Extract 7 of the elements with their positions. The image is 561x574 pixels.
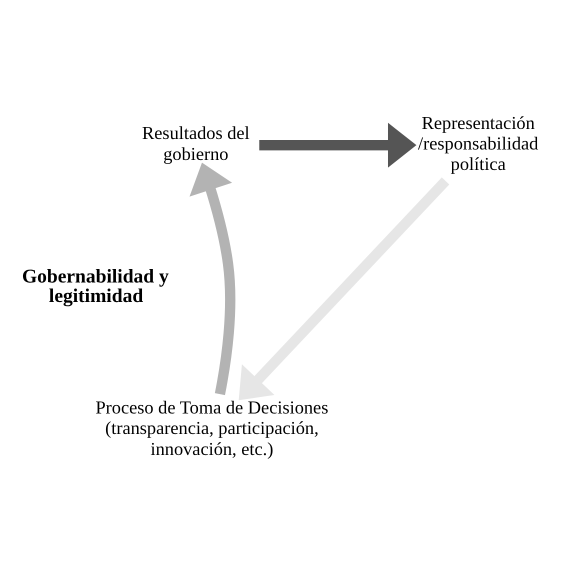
label: Gobernabilidad y legitimidad (22, 266, 169, 306)
node-text: Representación /responsabilidad política (418, 112, 538, 174)
node-text: Resultados del gobierno (142, 122, 250, 164)
node-text: Proceso de Toma de Decisiones (transparencia, participación, innovación, etc.) (95, 397, 328, 458)
arrow (238, 176, 450, 400)
arrow (259, 122, 416, 168)
arrow (190, 162, 236, 395)
